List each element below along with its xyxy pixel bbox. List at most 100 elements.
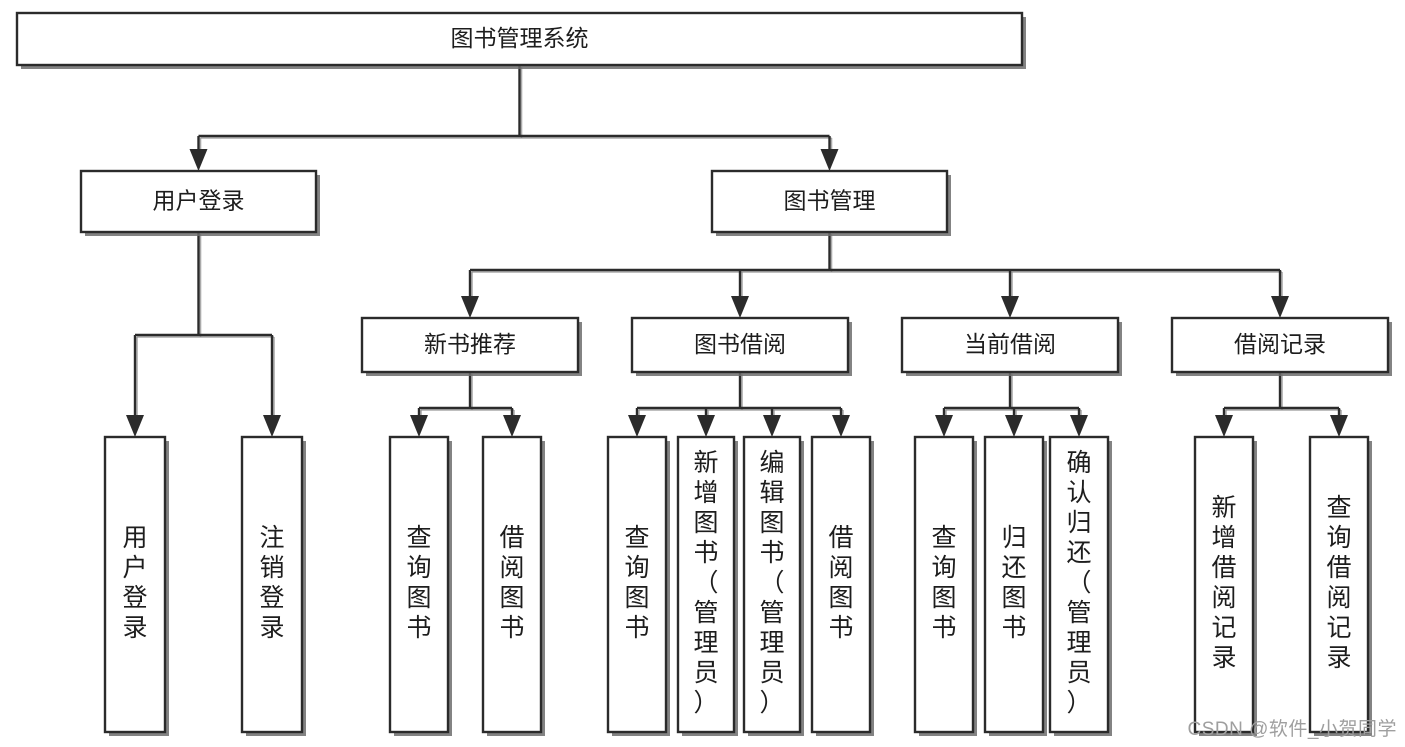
svg-text:管: 管 (1066, 599, 1091, 627)
current-borrow-to-leaf-confirm-return-admin-head (1070, 415, 1088, 437)
svg-text:图: 图 (624, 584, 649, 612)
new-book-recommend-to-leaf-query-book-rec-head (410, 415, 428, 437)
svg-text:（: （ (759, 569, 784, 597)
svg-text:归: 归 (1001, 524, 1026, 552)
svg-text:录: 录 (122, 614, 147, 642)
svg-text:图: 图 (1001, 584, 1026, 612)
svg-text:书: 书 (931, 614, 956, 642)
svg-text:认: 认 (1066, 479, 1091, 507)
svg-text:记: 记 (1326, 614, 1351, 642)
svg-text:书: 书 (693, 539, 718, 567)
user-login-to-leaf-logout-head (263, 415, 281, 437)
node-current-borrow[interactable]: 当前借阅 (900, 316, 1122, 376)
svg-text:编: 编 (759, 449, 784, 477)
svg-text:）: ） (1066, 689, 1091, 717)
node-label: 新书推荐 (424, 331, 516, 357)
node-label: 图书管理系统 (451, 25, 589, 51)
node-root[interactable]: 图书管理系统 (15, 11, 1026, 69)
node-label: 用户登录 (153, 188, 245, 214)
svg-text:辑: 辑 (759, 479, 784, 507)
svg-text:理: 理 (1066, 629, 1091, 657)
svg-text:询: 询 (406, 554, 431, 582)
book-borrow-to-leaf-add-book-admin-head (697, 415, 715, 437)
svg-text:阅: 阅 (1211, 584, 1236, 612)
borrow-record-to-leaf-query-borrow-record-head (1330, 415, 1348, 437)
root-to-user-login-head (189, 149, 208, 171)
csdn-watermark: CSDN @软件_小贺同学 (1187, 719, 1397, 740)
svg-text:书: 书 (1001, 614, 1026, 642)
svg-text:理: 理 (693, 629, 718, 657)
svg-text:书: 书 (499, 614, 524, 642)
svg-text:书: 书 (828, 614, 853, 642)
node-book-manage[interactable]: 图书管理 (710, 169, 951, 236)
new-book-recommend-to-leaf-borrow-book-rec-head (503, 415, 521, 437)
svg-text:图: 图 (828, 584, 853, 612)
svg-text:查: 查 (406, 524, 431, 552)
root-to-book-manage-head (820, 149, 839, 171)
svg-text:书: 书 (624, 614, 649, 642)
node-leaf-user-login[interactable]: 用户登录 (103, 435, 169, 736)
book-borrow-to-leaf-query-book-borrow-head (628, 415, 646, 437)
book-manage-to-current-borrow-head (1001, 296, 1019, 318)
svg-text:还: 还 (1001, 554, 1026, 582)
book-manage-to-book-borrow-head (731, 296, 749, 318)
current-borrow-to-leaf-return-book-head (1005, 415, 1023, 437)
svg-text:阅: 阅 (499, 554, 524, 582)
svg-text:查: 查 (931, 524, 956, 552)
node-book-borrow[interactable]: 图书借阅 (630, 316, 852, 376)
svg-text:录: 录 (259, 614, 284, 642)
svg-text:录: 录 (1326, 644, 1351, 672)
svg-text:询: 询 (624, 554, 649, 582)
svg-text:注: 注 (259, 524, 284, 552)
svg-text:（: （ (693, 569, 718, 597)
connectors-layer (126, 65, 1348, 437)
svg-text:查: 查 (1326, 494, 1351, 522)
svg-text:询: 询 (931, 554, 956, 582)
svg-text:增: 增 (693, 479, 718, 507)
user-login-to-leaf-user-login-head (126, 415, 144, 437)
node-borrow-record[interactable]: 借阅记录 (1170, 316, 1392, 376)
svg-text:借: 借 (1326, 554, 1351, 582)
node-user-login[interactable]: 用户登录 (79, 169, 320, 236)
svg-text:理: 理 (759, 629, 784, 657)
node-new-book-recommend[interactable]: 新书推荐 (360, 316, 582, 376)
svg-text:还: 还 (1066, 539, 1091, 567)
svg-text:借: 借 (1211, 554, 1236, 582)
node-label: 借阅记录 (1234, 331, 1326, 357)
svg-text:管: 管 (759, 599, 784, 627)
node-label: 图书管理 (784, 188, 876, 214)
node-label: 用户登录 (122, 524, 147, 642)
svg-text:图: 图 (759, 509, 784, 537)
book-manage-to-new-book-recommend-head (461, 296, 479, 318)
svg-text:借: 借 (499, 524, 524, 552)
svg-text:登: 登 (122, 584, 147, 612)
svg-text:图: 图 (693, 509, 718, 537)
svg-text:管: 管 (693, 599, 718, 627)
svg-text:确: 确 (1066, 449, 1091, 477)
svg-text:图: 图 (406, 584, 431, 612)
